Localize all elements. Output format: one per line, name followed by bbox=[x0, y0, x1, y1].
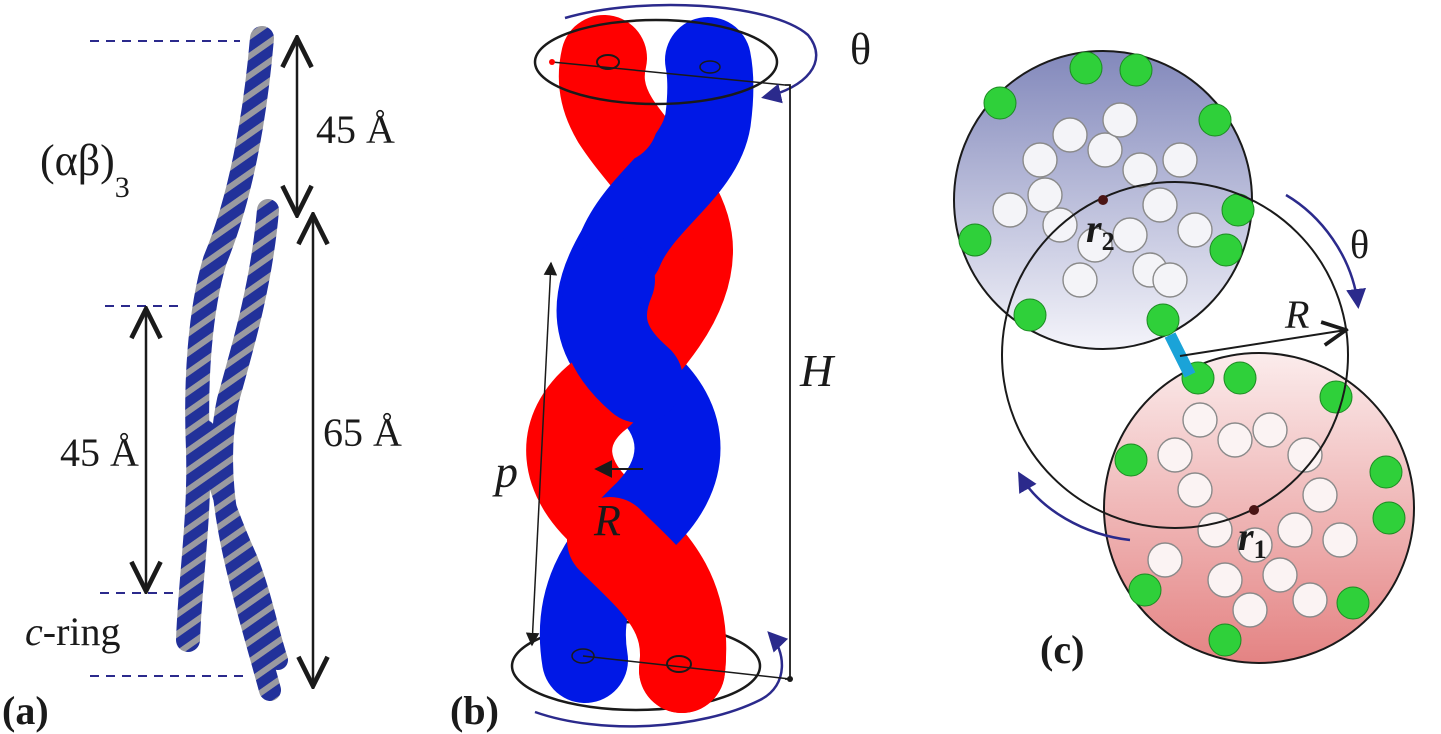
radius-label-b: R bbox=[593, 496, 621, 545]
complex-label: (αβ)3 bbox=[40, 136, 130, 204]
red-end-marker-bottom bbox=[666, 655, 692, 673]
molecule-sphere-bottom bbox=[1103, 352, 1415, 664]
height-bracket bbox=[785, 84, 791, 680]
panel-label-c: (c) bbox=[1040, 627, 1084, 672]
center-r2-dot bbox=[1098, 195, 1108, 205]
blue-end-marker-top bbox=[699, 60, 721, 74]
panel-a: (αβ)3 45 Å 45 Å 65 Å c-ring (a) bbox=[2, 26, 402, 733]
r2-label: r2 bbox=[1086, 206, 1115, 256]
alpha-helix-structure bbox=[176, 26, 288, 701]
dim-label-upper: 45 Å bbox=[316, 107, 395, 152]
red-strand-lower-front bbox=[567, 497, 726, 713]
height-bracket-dot bbox=[787, 676, 793, 682]
top-axis-dot bbox=[549, 59, 555, 65]
pitch-arrow bbox=[525, 261, 558, 647]
molecule-skeleton-top bbox=[992, 102, 1213, 298]
rotation-arrow-left bbox=[1018, 471, 1131, 542]
ring-label: c-ring bbox=[25, 609, 121, 654]
theta-label-b: θ bbox=[850, 25, 871, 74]
helix-strand-3 bbox=[195, 420, 288, 670]
pitch-label: p bbox=[492, 446, 518, 497]
panel-c: r2 r1 θ R (c) bbox=[953, 50, 1415, 672]
red-strand-upper bbox=[558, 15, 658, 163]
molecule-skeleton-bottom bbox=[1147, 402, 1358, 628]
complex-subscript: 3 bbox=[115, 171, 130, 204]
red-end-marker-top bbox=[596, 54, 620, 70]
dim-label-total: 65 Å bbox=[323, 410, 402, 455]
green-atoms-bottom bbox=[1114, 361, 1406, 657]
height-label: H bbox=[799, 345, 836, 396]
center-r1-dot bbox=[1249, 505, 1259, 515]
theta-label-c: θ bbox=[1350, 222, 1369, 267]
dim-label-lower: 45 Å bbox=[60, 430, 139, 475]
bottom-axis-line bbox=[582, 655, 791, 680]
top-rotation-arrow bbox=[564, 3, 818, 104]
helix-strand-1 bbox=[176, 26, 274, 652]
panel-label-b: (b) bbox=[450, 688, 499, 733]
top-axis-line bbox=[551, 61, 786, 86]
rotation-arrow-right bbox=[1285, 193, 1367, 309]
blue-strand-middle-front bbox=[560, 237, 683, 423]
bottom-rotation-arrow bbox=[534, 631, 789, 728]
top-disc-ellipse bbox=[533, 18, 779, 106]
radius-arrow-c bbox=[1179, 330, 1346, 357]
blue-end-marker-bottom bbox=[571, 648, 595, 664]
panel-b: θ H p R (b) bbox=[450, 3, 871, 733]
radius-label-c: R bbox=[1284, 292, 1309, 337]
r1-label: r1 bbox=[1238, 514, 1267, 564]
green-atoms-top bbox=[958, 51, 1255, 337]
rotation-circle bbox=[1001, 181, 1349, 529]
panel-label-a: (a) bbox=[2, 688, 49, 733]
